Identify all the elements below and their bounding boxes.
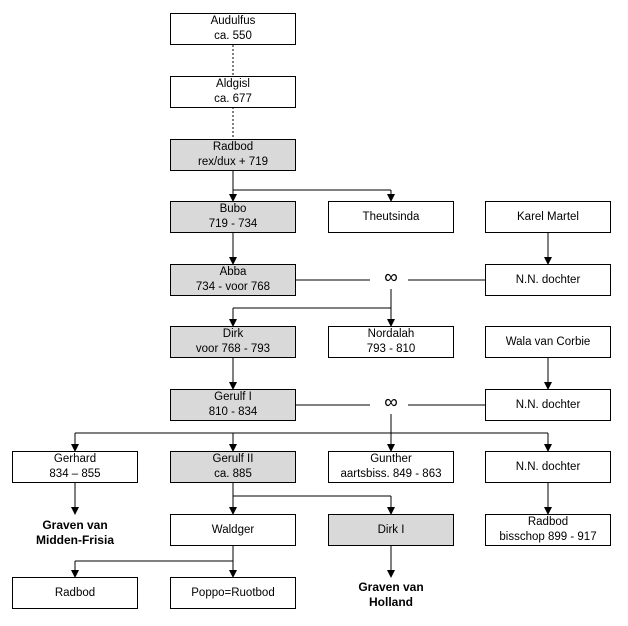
node-info: 734 - voor 768 — [195, 281, 271, 293]
node-name: Abba — [219, 266, 247, 278]
node-nordalah: Nordalah 793 - 810 — [328, 326, 454, 358]
node-bubo: Bubo 719 - 734 — [170, 201, 296, 233]
node-nn-dochter-1: N.N. dochter — [485, 264, 611, 296]
marriage-symbol-1: ∞ — [384, 267, 398, 288]
node-name: Theutsinda — [362, 210, 420, 223]
node-name: N.N. dochter — [515, 398, 581, 411]
node-info: rex/dux + 719 — [197, 156, 268, 168]
node-info: 793 - 810 — [366, 343, 416, 355]
node-name: Bubo — [219, 203, 247, 215]
node-name: Dirk I — [377, 523, 405, 536]
node-name: Karel Martel — [517, 210, 579, 223]
node-karel-martel: Karel Martel — [485, 201, 611, 233]
node-gerulf-1: Gerulf I 810 - 834 — [170, 389, 296, 421]
node-name: Gerhard — [53, 453, 97, 465]
node-abba: Abba 734 - voor 768 — [170, 264, 296, 296]
node-name: Gerulf II — [212, 453, 254, 465]
node-info: aartsbiss. 849 - 863 — [340, 468, 442, 480]
node-name: Radbod — [527, 516, 569, 528]
node-gerulf-2: Gerulf II ca. 885 — [170, 451, 296, 483]
node-name: Radbod — [54, 586, 96, 599]
node-name: N.N. dochter — [515, 460, 581, 473]
node-name: N.N. dochter — [515, 273, 581, 286]
node-radbod-bisschop: Radbod bisschop 899 - 917 — [485, 514, 611, 546]
node-nn-dochter-3: N.N. dochter — [485, 451, 611, 483]
node-aldgisl: Aldgisl ca. 677 — [170, 76, 296, 108]
node-poppo-ruotbod: Poppo=Ruotbod — [170, 577, 296, 609]
node-radbod: Radbod rex/dux + 719 — [170, 139, 296, 171]
node-audulfus: Audulfus ca. 550 — [170, 13, 296, 45]
node-name: Waldger — [211, 523, 255, 536]
node-info: 834 – 855 — [49, 468, 101, 480]
node-info: ca. 550 — [214, 30, 252, 42]
node-info: ca. 885 — [214, 468, 252, 480]
node-info: 719 - 734 — [208, 218, 258, 230]
node-dirk: Dirk voor 768 - 793 — [170, 326, 296, 358]
node-name: Nordalah — [367, 328, 415, 340]
node-wala-van-corbie: Wala van Corbie — [485, 326, 611, 358]
note-line-2: Midden-Frisia — [35, 533, 114, 547]
node-gerhard: Gerhard 834 – 855 — [12, 451, 138, 483]
node-name: Aldgisl — [216, 78, 250, 90]
note-graven-van-holland: Graven van Holland — [328, 580, 454, 610]
node-name: Gunther — [370, 453, 412, 465]
node-waldger: Waldger — [170, 514, 296, 546]
node-info: ca. 677 — [214, 93, 252, 105]
node-dirk-1: Dirk I — [328, 514, 454, 546]
marriage-symbol-2: ∞ — [384, 392, 398, 413]
node-name: Wala van Corbie — [505, 335, 591, 348]
node-name: Dirk — [222, 328, 244, 340]
node-theutsinda: Theutsinda — [328, 201, 454, 233]
note-line-1: Graven van — [42, 518, 108, 532]
node-name: Gerulf I — [214, 391, 252, 403]
node-info: bisschop 899 - 917 — [499, 531, 597, 543]
node-name: Poppo=Ruotbod — [191, 586, 275, 599]
node-name: Radbod — [212, 141, 254, 153]
node-info: voor 768 - 793 — [195, 343, 271, 355]
note-graven-van-midden-frisia: Graven van Midden-Frisia — [12, 518, 138, 548]
note-line-2: Holland — [369, 595, 413, 609]
node-name: Audulfus — [210, 15, 256, 27]
note-line-1: Graven van — [358, 580, 424, 594]
node-nn-dochter-2: N.N. dochter — [485, 389, 611, 421]
node-radbod-son-of-waldger: Radbod — [12, 577, 138, 609]
node-gunther: Gunther aartsbiss. 849 - 863 — [328, 451, 454, 483]
node-info: 810 - 834 — [208, 406, 258, 418]
